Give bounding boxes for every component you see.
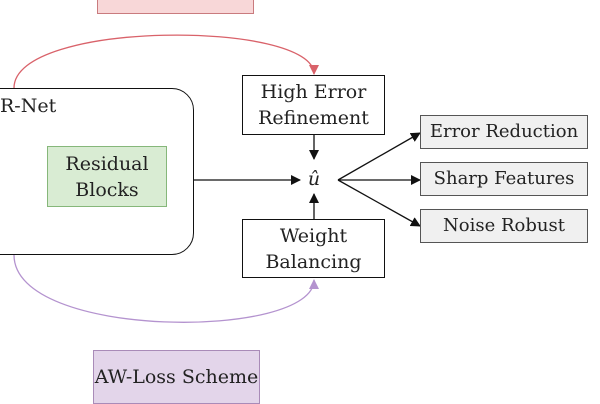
output-to-error-reduction-arrow — [337, 132, 421, 181]
top-red-box — [97, 0, 254, 14]
error-reduction-box: Error Reduction — [420, 115, 588, 149]
error-reduction-label: Error Reduction — [429, 121, 579, 142]
weight-balancing-box: Weight Balancing — [242, 219, 385, 278]
sharp-features-box: Sharp Features — [420, 162, 588, 196]
sharp-features-label: Sharp Features — [433, 168, 575, 189]
noise-robust-box: Noise Robust — [420, 209, 588, 243]
output-to-noise-robust-arrow — [337, 179, 421, 227]
high-error-refinement-box: High Error Refinement — [242, 75, 385, 135]
aw-loss-scheme-label: AW-Loss Scheme — [94, 366, 259, 388]
network-label: R-Net — [0, 95, 57, 117]
red-curve-arrow — [13, 34, 319, 89]
weight-balancing-label: Weight Balancing — [265, 224, 362, 273]
high-error-refinement-label: High Error Refinement — [258, 81, 369, 129]
purple-curve-arrow — [13, 254, 319, 323]
residual-blocks-label: Residual Blocks — [65, 152, 149, 201]
aw-loss-scheme-box: AW-Loss Scheme — [93, 350, 260, 404]
noise-robust-label: Noise Robust — [443, 215, 565, 236]
residual-blocks-box: Residual Blocks — [47, 146, 167, 207]
output-symbol: û — [307, 168, 321, 190]
